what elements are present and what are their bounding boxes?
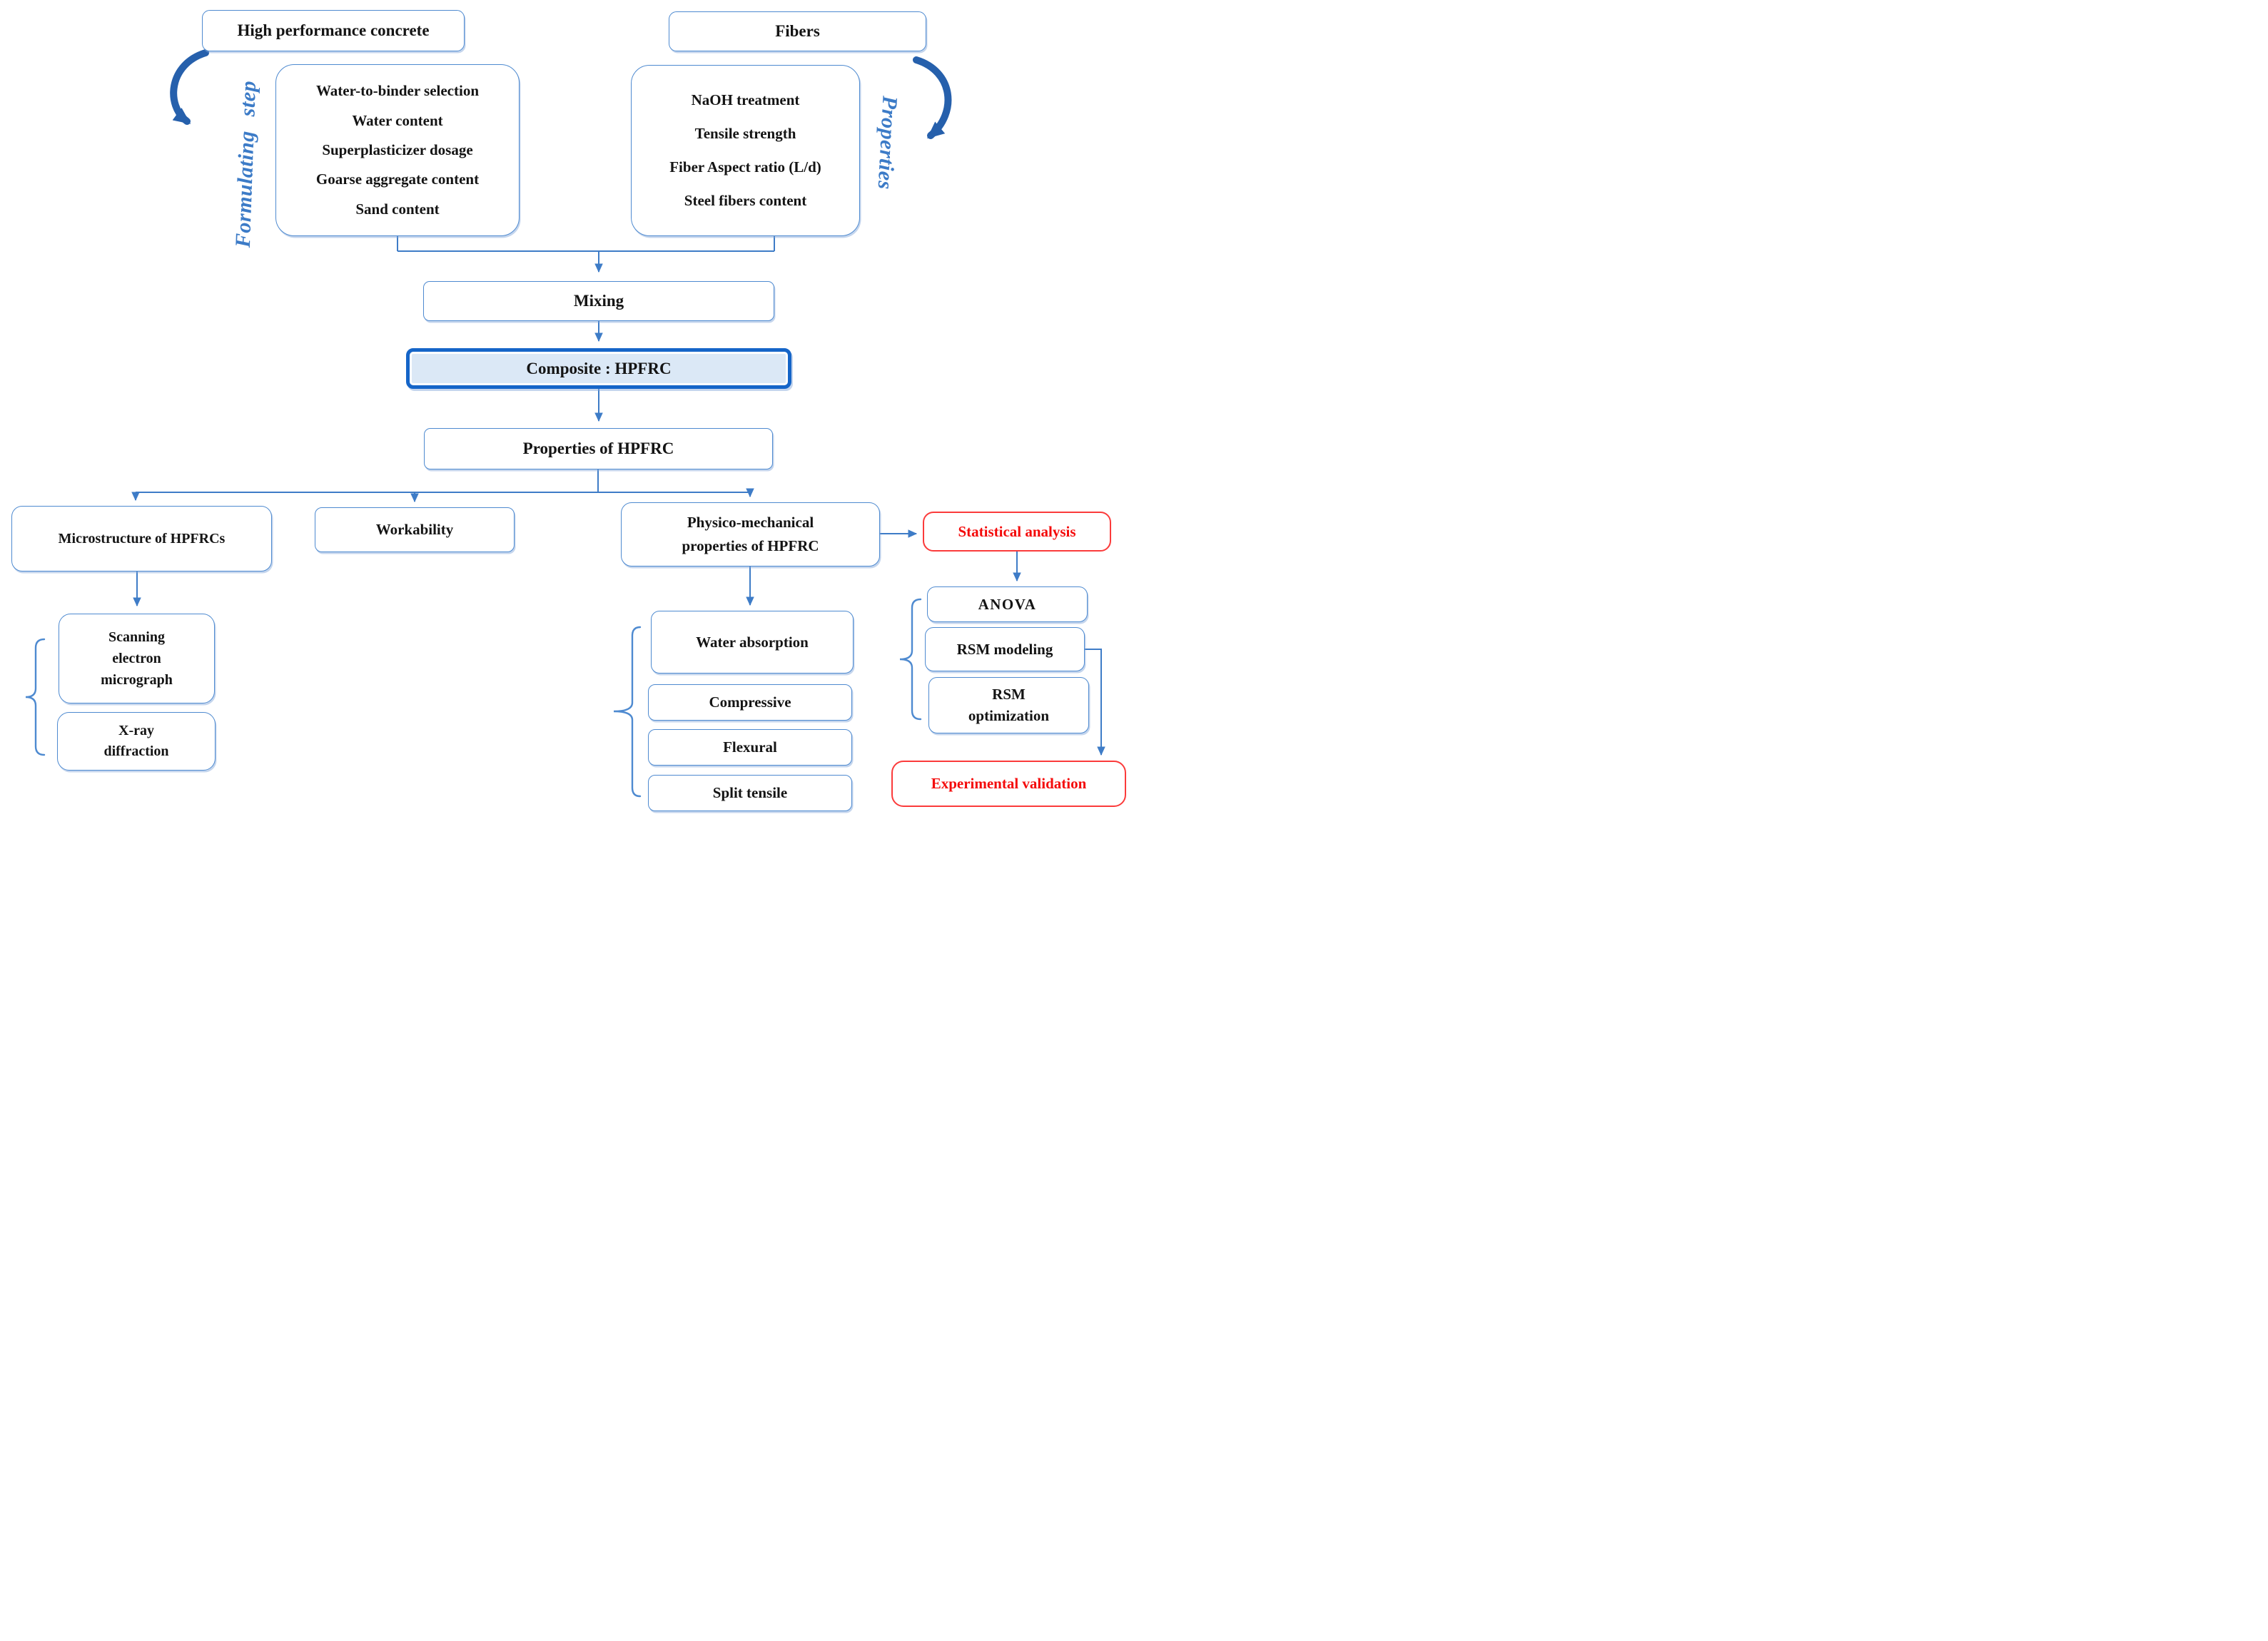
param-line: Water content [352,111,443,129]
node-compressive: Compressive [648,684,852,721]
node-split-tensile: Split tensile [648,775,852,811]
param-line: Superplasticizer dosage [322,141,473,158]
node-label: RSM optimization [968,686,1050,724]
node-label: ANOVA [978,595,1037,613]
node-label: Statistical analysis [958,522,1076,540]
arrow-rsm-validation [1085,649,1105,756]
node-label: Physico-mechanical properties of HPFRC [682,514,819,554]
node-label: X-ray diffraction [103,723,169,759]
param-line: Steel fibers content [684,192,807,209]
node-label: Properties of HPFRC [522,440,674,457]
param-line: Goarse aggregate content [315,171,480,188]
node-label: Compressive [709,694,791,711]
node-concrete-formulation-params: Water-to-binder selection Water content … [275,64,520,236]
node-properties-of-hpfrc: Properties of HPFRC [424,428,773,469]
node-label: Flexural [723,738,777,756]
node-rsm-modeling: RSM modeling [925,627,1085,671]
param-line: Tensile strength [694,125,796,142]
node-fibers: Fibers [669,11,926,51]
param-line: Fiber Aspect ratio (L/d) [669,158,821,176]
node-anova: ANOVA [927,586,1088,622]
node-workability: Workability [315,507,515,552]
curly-brace-microstructure-group [25,638,46,756]
curved-arrows [170,49,952,139]
sub-connectors [133,529,1105,756]
node-experimental-validation: Experimental validation [891,761,1126,807]
node-label: High performance concrete [237,21,430,39]
merge-connector [397,235,775,273]
node-scanning-electron-micrograph: Scanning electron micrograph [59,614,215,703]
curly-brace-statistical-group [899,598,922,721]
node-xray-diffraction: X-ray diffraction [57,712,216,771]
flowchart-canvas: Formulating step Properties High perform… [0,0,1134,820]
node-label: Mixing [573,292,624,310]
node-high-performance-concrete: High performance concrete [202,10,465,51]
node-label: Workability [375,521,454,538]
node-microstructure: Microstructure of HPFRCs [11,506,272,571]
node-label: Composite : HPFRC [526,359,672,377]
node-mixing: Mixing [423,281,774,321]
node-composite-hpfrc: Composite : HPFRC [406,348,791,389]
node-water-absorption: Water absorption [651,611,854,674]
param-line: NaOH treatment [691,91,800,108]
node-label: RSM modeling [956,640,1053,658]
node-label: Experimental validation [931,775,1087,792]
branch-connector [131,469,754,503]
curly-brace-mechanical-group [613,626,642,798]
param-line: Sand content [355,200,440,218]
node-physico-mechanical: Physico-mechanical properties of HPFRC [621,502,880,567]
param-line: Water-to-binder selection [315,82,480,100]
node-label: Fibers [775,22,820,40]
node-statistical-analysis: Statistical analysis [923,512,1111,552]
curved-arrow-properties [913,56,952,139]
curly-braces [25,598,922,798]
node-label: Scanning electron micrograph [101,629,173,688]
node-label: Water absorption [696,633,809,651]
node-fiber-properties-params: NaOH treatment Tensile strength Fiber As… [631,65,860,236]
node-label: Microstructure of HPFRCs [58,530,226,547]
curved-arrow-formulating [170,49,209,125]
connector-layer [25,49,1105,798]
node-rsm-optimization: RSM optimization [928,677,1089,733]
node-label: Split tensile [712,784,788,801]
node-flexural: Flexural [648,729,852,766]
